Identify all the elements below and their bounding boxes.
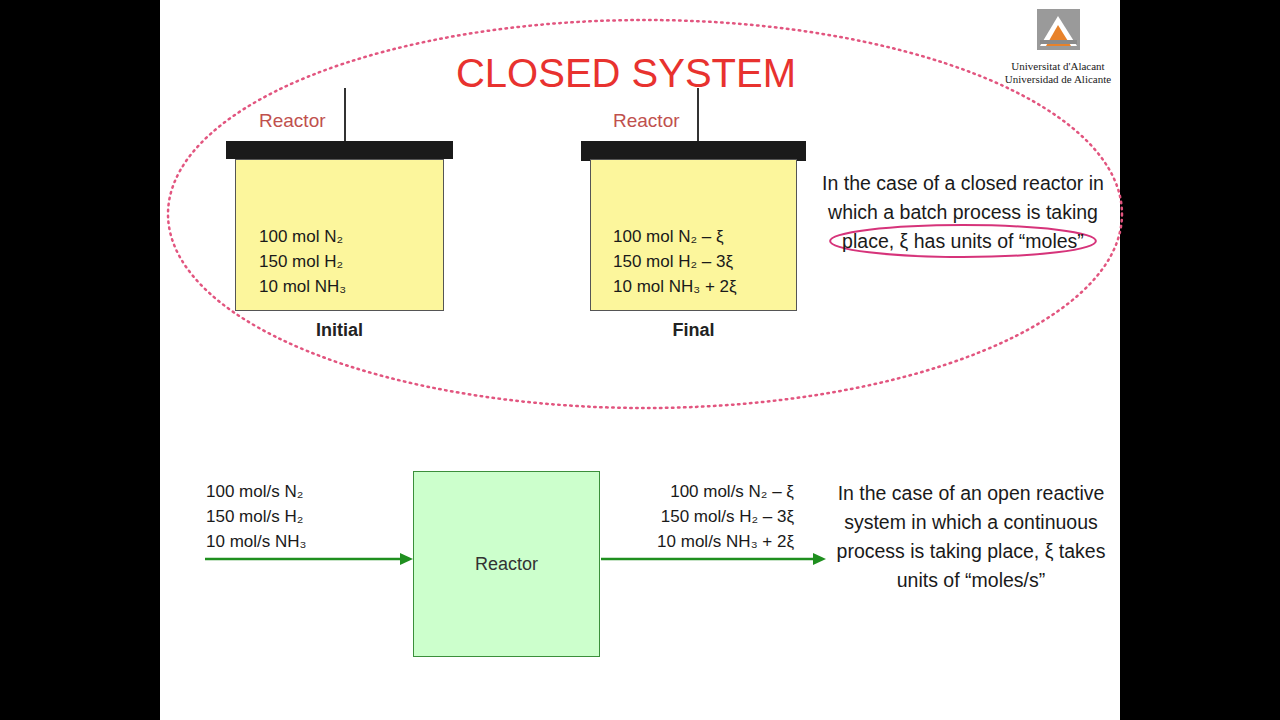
logo-bar [1040,40,1077,44]
reactor-lid [581,141,806,161]
inlet-flow: 100 mol/s N₂ [206,480,396,503]
species-amount: 150 mol H₂ – 3ξ [613,249,733,274]
species-amount: 10 mol NH₃ + 2ξ [613,274,737,299]
state-caption: Initial [236,319,443,341]
species-amount: 10 mol NH₃ [259,274,346,299]
arrow-head [400,553,413,565]
university-name: Universitat d'Alacant [998,60,1118,73]
explanation-note: In the case of an open reactive system i… [834,479,1108,595]
slide-ground [160,0,1120,720]
slide-title: CLOSED SYSTEM [326,49,926,97]
flow-line [205,558,402,561]
university-name: Universidad de Alicante [998,73,1118,86]
batch-reactor: Reactor100 mol N₂ – ξ150 mol H₂ – 3ξ10 m… [590,159,797,311]
inlet-flow: 150 mol/s H₂ [206,505,396,528]
logo-triangle [1040,16,1077,46]
reactor-heading: Reactor [613,109,680,133]
arrow-head [813,553,826,565]
explanation-note: In the case of a closed reactor in which… [822,169,1104,256]
flow-line [601,558,815,561]
inlet-flow: 10 mol/s NH₃ [206,530,396,553]
species-amount: 100 mol N₂ – ξ [613,224,724,249]
reactor-heading: Reactor [259,109,326,133]
outlet-flow: 150 mol/s H₂ – 3ξ [606,505,794,528]
logo-ground [1037,9,1080,50]
species-amount: 150 mol H₂ [259,249,343,274]
dotted-ellipse [168,20,1122,408]
outlet-flow: 100 mol/s N₂ – ξ [606,480,794,503]
state-caption: Final [591,319,796,341]
reactor-lid [226,141,453,159]
logo [1037,9,1080,50]
batch-reactor: Reactor100 mol N₂150 mol H₂10 mol NH₃Ini… [235,159,444,311]
species-amount: 100 mol N₂ [259,224,343,249]
reactor-label: Reactor [475,554,538,575]
flow-reactor: Reactor [413,471,600,657]
outlet-flow: 10 mol/s NH₃ + 2ξ [606,530,794,553]
